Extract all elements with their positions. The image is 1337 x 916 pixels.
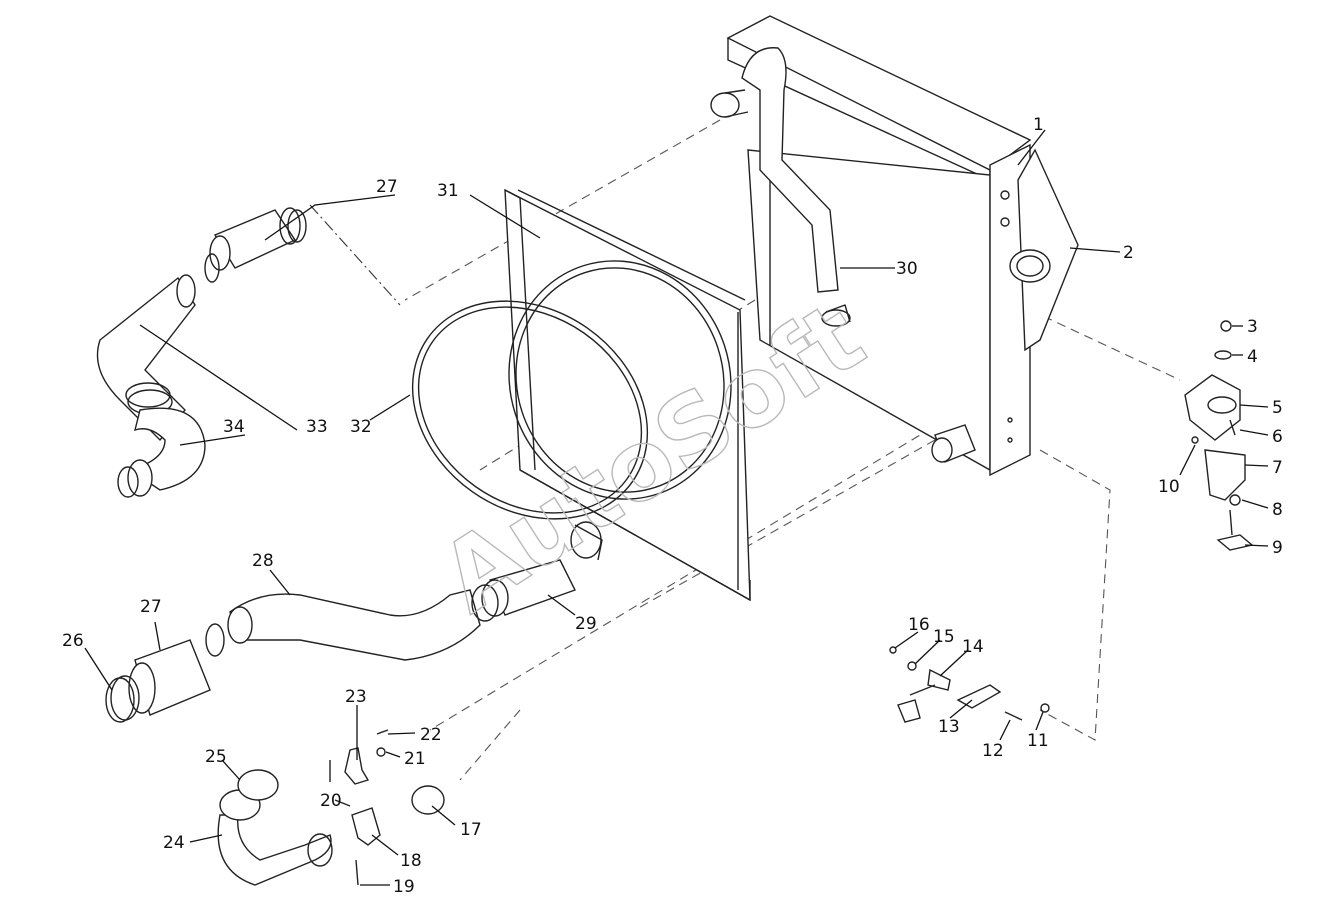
stay-rod-assembly	[889, 646, 1050, 723]
callout-2: 2	[1123, 243, 1134, 263]
charge-air-hose-upper	[96, 207, 307, 498]
callout-24: 24	[163, 833, 185, 853]
fan-shroud	[504, 188, 751, 602]
radiator-side-bracket	[1009, 148, 1079, 352]
callout-30: 30	[896, 259, 918, 279]
callout-34: 34	[223, 417, 245, 437]
callout-18: 18	[400, 851, 422, 871]
callout-14: 14	[962, 637, 984, 657]
callout-13: 13	[938, 717, 960, 737]
callout-1: 1	[1033, 115, 1044, 135]
callout-31: 31	[437, 181, 459, 201]
callout-16: 16	[908, 615, 930, 635]
callout-4: 4	[1247, 347, 1258, 367]
callout-12: 12	[982, 741, 1004, 761]
callout-32: 32	[350, 417, 372, 437]
callout-7: 7	[1272, 458, 1283, 478]
callout-27-lower: 27	[140, 597, 162, 617]
mount-bracket-assembly	[1184, 320, 1254, 551]
callout-23: 23	[345, 687, 367, 707]
callout-8: 8	[1272, 500, 1283, 520]
leader-lines	[84, 129, 1269, 886]
callout-10: 10	[1158, 477, 1180, 497]
callout-17: 17	[460, 820, 482, 840]
callout-9: 9	[1272, 538, 1283, 558]
callout-labels: 1 2 3 4 5 6 7 8 9 10 11 12 13 14 15 16 1…	[62, 115, 1283, 897]
callout-3: 3	[1247, 317, 1258, 337]
callout-27-upper: 27	[376, 177, 398, 197]
shroud-ring	[411, 300, 649, 520]
callout-22: 22	[420, 725, 442, 745]
callout-28: 28	[252, 551, 274, 571]
callout-26: 26	[62, 631, 84, 651]
charge-air-hose-lower	[105, 521, 603, 723]
callout-33: 33	[306, 417, 328, 437]
callout-19: 19	[393, 877, 415, 897]
callout-21: 21	[404, 749, 426, 769]
callout-5: 5	[1272, 398, 1283, 418]
callout-20: 20	[320, 791, 342, 811]
callout-29: 29	[575, 614, 597, 634]
callout-25: 25	[205, 747, 227, 767]
callout-6: 6	[1272, 427, 1283, 447]
callout-15: 15	[933, 627, 955, 647]
callout-11: 11	[1027, 731, 1049, 751]
upper-radiator-hose	[741, 47, 851, 327]
